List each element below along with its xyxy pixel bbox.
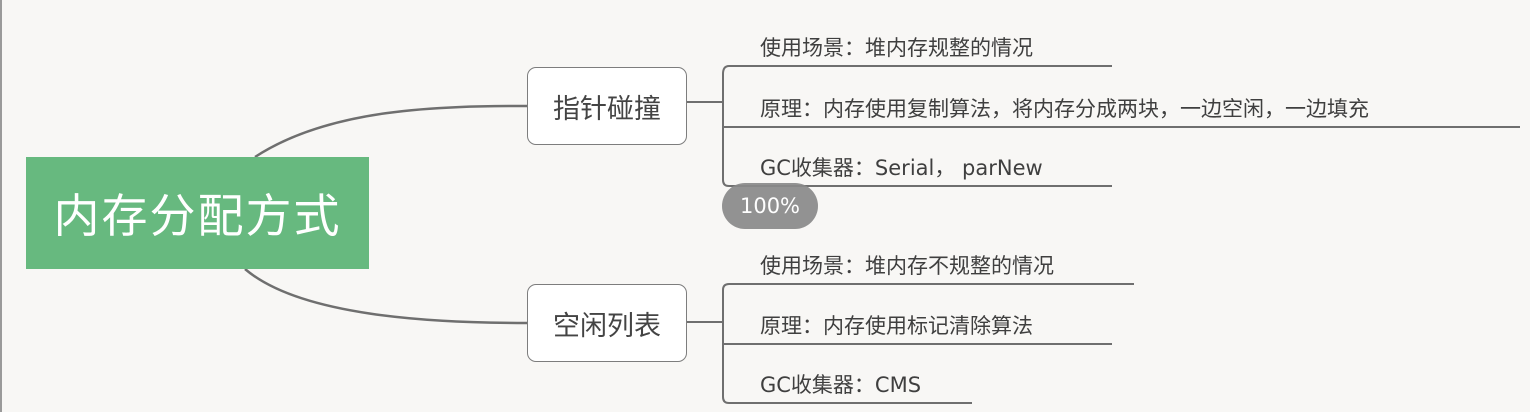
leaf-topic-label: 使用场景：堆内存不规整的情况 [760,254,1054,278]
root-to-branch-1-curve [254,104,528,159]
root-to-branch-2-curve [244,268,528,325]
leaf-topic-label: 使用场景：堆内存规整的情况 [760,36,1033,60]
branch-1-bracket [722,74,730,187]
branch-2-leaf-1-underline [722,283,1134,291]
branch-1-leaf-1-underline [722,65,1112,75]
leaf-topic-label: GC收集器：Serial， parNew [760,156,1043,180]
root-topic[interactable]: 内存分配方式 [26,157,369,269]
window-left-border [0,0,2,412]
leaf-topic[interactable]: 原理：内存使用标记清除算法 [760,313,1033,339]
root-topic-label: 内存分配方式 [53,189,342,243]
branch-topic-free-list[interactable]: 空闲列表 [527,284,687,362]
branch-topic-pointer-bump[interactable]: 指针碰撞 [527,67,687,145]
leaf-topic[interactable]: GC收集器：CMS [760,372,921,398]
leaf-topic-label: 原理：内存使用复制算法，将内存分成两块，一边空闲，一边填充 [760,97,1369,121]
branch-topic-label: 空闲列表 [553,310,661,342]
leaf-topic[interactable]: 使用场景：堆内存不规整的情况 [760,253,1054,279]
branch-topic-label: 指针碰撞 [553,93,661,125]
branch-2-bracket [722,290,730,404]
leaf-topic[interactable]: 原理：内存使用复制算法，将内存分成两块，一边空闲，一边填充 [760,96,1369,122]
leaf-topic[interactable]: 使用场景：堆内存规整的情况 [760,35,1033,61]
leaf-topic-label: 原理：内存使用标记清除算法 [760,314,1033,338]
zoom-level-label: 100% [739,194,801,218]
leaf-topic-label: GC收集器：CMS [760,373,922,397]
leaf-topic[interactable]: GC收集器：Serial， parNew [760,155,1043,181]
zoom-level-badge: 100% [722,183,818,229]
